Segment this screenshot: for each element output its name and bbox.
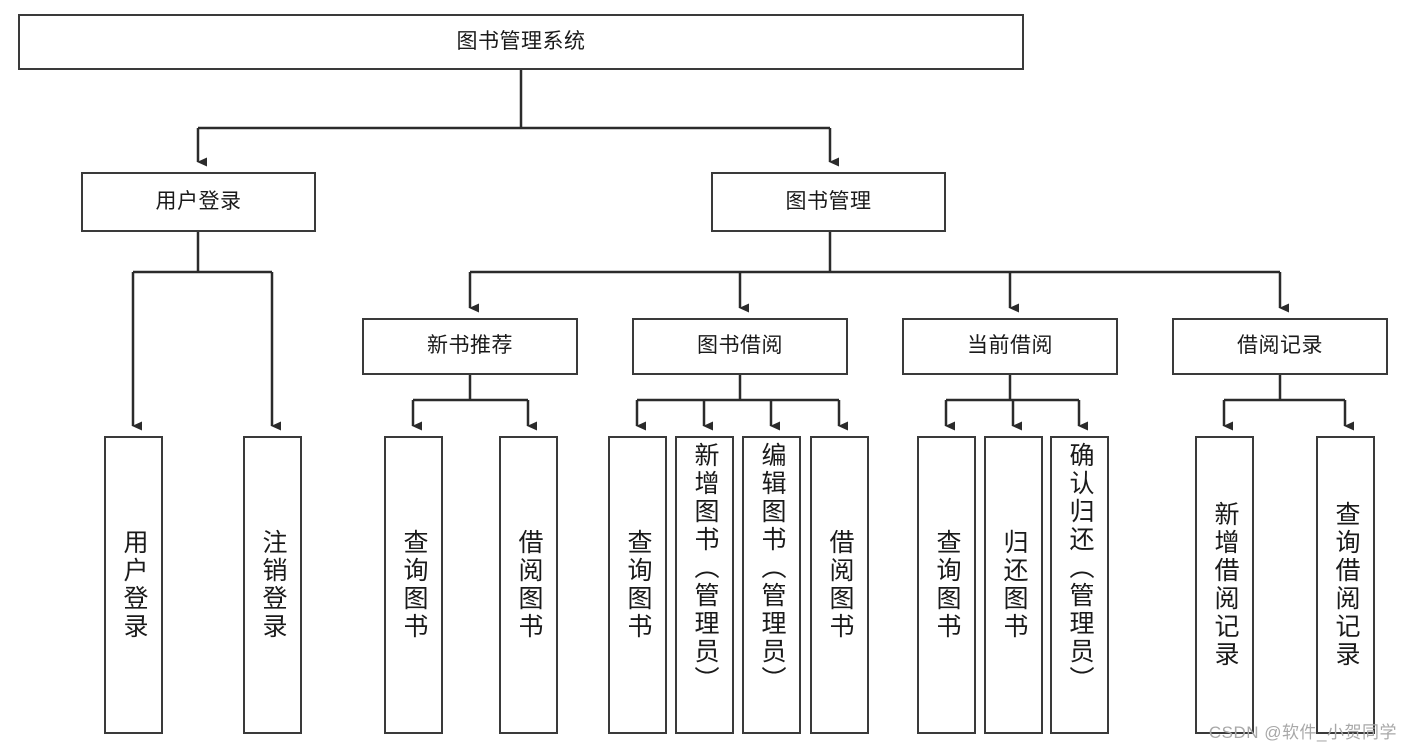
node-leaf-borrow-book-2[interactable]: 借阅图书 [810, 436, 869, 734]
node-label: 新增图书（管理员） [691, 442, 719, 694]
node-label: 归还图书 [1000, 529, 1028, 641]
node-label: 查询图书 [624, 529, 652, 641]
node-label: 当前借阅 [967, 334, 1053, 358]
node-label: 图书管理 [785, 189, 872, 213]
node-label: 编辑图书（管理员） [758, 442, 786, 694]
node-label: 确认归还（管理员） [1066, 442, 1094, 694]
node-leaf-query-book-2[interactable]: 查询图书 [608, 436, 667, 734]
node-label: 图书管理系统 [456, 29, 586, 53]
node-label: 新书推荐 [427, 334, 513, 358]
node-label: 借阅记录 [1237, 334, 1323, 358]
node-current-borrow[interactable]: 当前借阅 [902, 318, 1118, 375]
node-label: 借阅图书 [826, 529, 854, 641]
node-label: 图书借阅 [697, 334, 783, 358]
node-leaf-user-logout[interactable]: 注销登录 [243, 436, 302, 734]
node-borrow-record[interactable]: 借阅记录 [1172, 318, 1388, 375]
node-label: 用户登录 [155, 189, 242, 213]
node-label: 用户登录 [120, 529, 148, 641]
node-leaf-query-record[interactable]: 查询借阅记录 [1316, 436, 1375, 734]
node-leaf-add-book[interactable]: 新增图书（管理员） [675, 436, 734, 734]
node-leaf-return-book[interactable]: 归还图书 [984, 436, 1043, 734]
node-book-manage[interactable]: 图书管理 [711, 172, 946, 232]
node-book-borrow[interactable]: 图书借阅 [632, 318, 848, 375]
node-leaf-add-record[interactable]: 新增借阅记录 [1195, 436, 1254, 734]
node-user-login[interactable]: 用户登录 [81, 172, 316, 232]
node-label: 新增借阅记录 [1211, 501, 1239, 669]
node-new-book-rec[interactable]: 新书推荐 [362, 318, 578, 375]
node-label: 注销登录 [259, 529, 287, 641]
node-label: 查询图书 [933, 529, 961, 641]
node-leaf-edit-book[interactable]: 编辑图书（管理员） [742, 436, 801, 734]
node-leaf-confirm-return[interactable]: 确认归还（管理员） [1050, 436, 1109, 734]
node-label: 借阅图书 [515, 529, 543, 641]
watermark-text: CSDN @软件_小贺同学 [1208, 723, 1397, 742]
node-leaf-user-login[interactable]: 用户登录 [104, 436, 163, 734]
node-leaf-borrow-book-1[interactable]: 借阅图书 [499, 436, 558, 734]
node-label: 查询借阅记录 [1332, 501, 1360, 669]
node-root-book-management-system[interactable]: 图书管理系统 [18, 14, 1024, 70]
node-leaf-query-book-1[interactable]: 查询图书 [384, 436, 443, 734]
node-label: 查询图书 [400, 529, 428, 641]
node-leaf-query-book-3[interactable]: 查询图书 [917, 436, 976, 734]
